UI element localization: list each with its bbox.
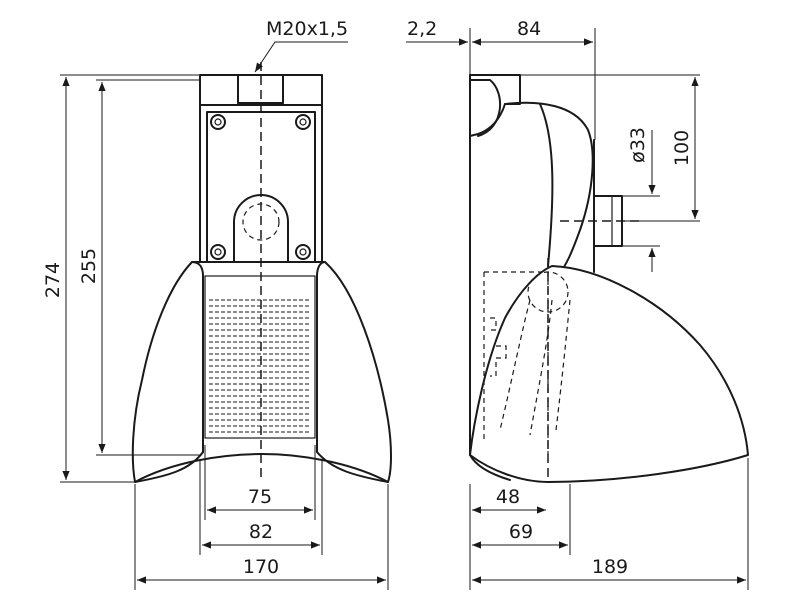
side-extension-lines xyxy=(469,28,749,590)
screw-icon xyxy=(210,114,311,260)
label-side-offset-69: 69 xyxy=(509,521,533,543)
label-thread: M20x1,5 xyxy=(266,18,348,40)
side-rear-cap xyxy=(469,79,502,137)
dimension-labels: M20x1,5 2,2 84 ø33 100 274 255 75 82 170… xyxy=(42,18,693,578)
front-lower-rim xyxy=(134,451,389,483)
label-front-total-width: 170 xyxy=(243,556,279,578)
label-body-height: 255 xyxy=(78,248,100,284)
side-arm-inner xyxy=(539,103,554,267)
label-side-depth-top: 84 xyxy=(517,18,541,40)
label-side-offset-48: 48 xyxy=(496,486,520,508)
front-dimension-lines xyxy=(62,41,386,584)
front-view xyxy=(131,62,392,483)
front-lens-frame xyxy=(204,275,316,439)
label-front-mid-width: 82 xyxy=(249,521,273,543)
label-gap: 2,2 xyxy=(407,18,437,40)
front-luminaire-body xyxy=(131,261,392,483)
side-arm-outer xyxy=(504,101,594,273)
front-gland-outline xyxy=(237,74,284,104)
front-body-inner-edges xyxy=(191,261,326,453)
side-luminaire-body xyxy=(469,265,749,483)
side-body-base xyxy=(469,419,511,481)
label-total-height: 274 xyxy=(42,262,64,298)
label-front-inner-width: 75 xyxy=(248,486,272,508)
label-side-total-depth: 189 xyxy=(592,556,628,578)
side-view xyxy=(469,74,749,483)
side-dimension-lines xyxy=(406,38,746,584)
front-extension-lines xyxy=(60,74,389,590)
label-bracket-height: 100 xyxy=(671,130,693,166)
side-hidden-clips xyxy=(490,317,507,377)
front-led-grill xyxy=(209,299,311,433)
label-bracket-diameter: ø33 xyxy=(627,127,649,163)
